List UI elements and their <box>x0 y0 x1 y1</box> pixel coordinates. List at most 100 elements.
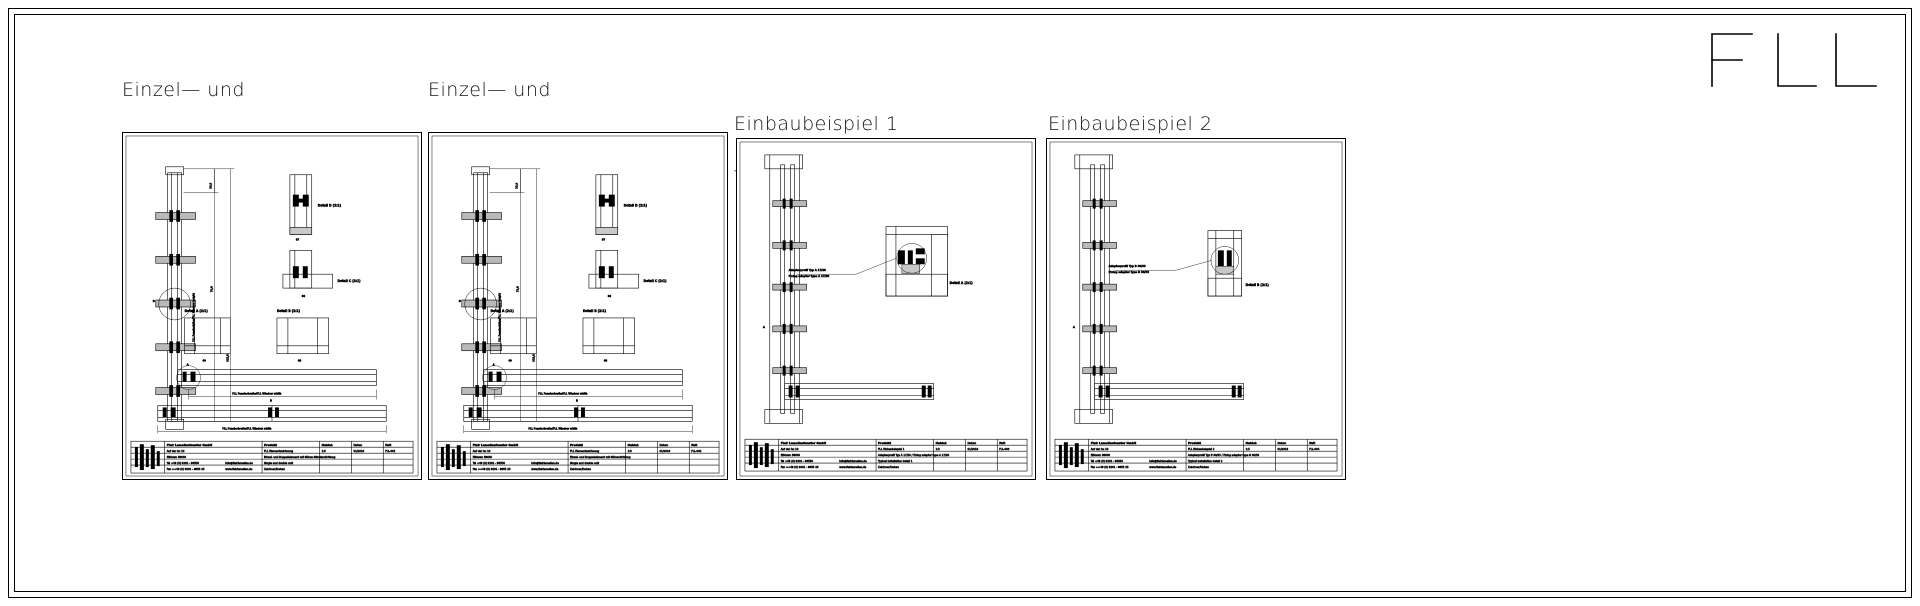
panel-4-tb-datum-val: 01/2016 <box>1277 447 1288 451</box>
panel-1-heading-line1: Einzel— und <box>122 78 245 101</box>
panel-2-detail-b-label: Detail B (2:1) <box>583 309 607 313</box>
panel-2-dim-mid: 73,8 <box>516 286 519 292</box>
panel-4-tb-city: Elbtown 58640 <box>1091 453 1111 457</box>
panel-2-width-label-2: FLL Fensterbreite/FLL Window width <box>528 427 577 430</box>
panel-2-width-label-1: FLL Fensterbreite/FLL Window width <box>538 392 587 395</box>
panel-1-detail-a-dim: 40 <box>202 360 206 363</box>
panel-3-tb-product2: Adapterprofil Typ A 17/20 / Fixing adapt… <box>878 453 949 457</box>
panel-1-width-label-2: FLL Fensterbreite/FLL Window width <box>222 427 271 430</box>
panel-1-tb-datum-val: 01/2016 <box>353 449 364 453</box>
panel-4-tb-mail: info@flairlamellen.de <box>1149 459 1177 463</box>
panel-3-tb-company: Flair Lamellenfenster GmbH <box>781 441 827 445</box>
panel-1-width-label-1: FLL Fensterbreite/FLL Window width <box>232 392 281 395</box>
panel-1-mark-b1: B <box>270 398 272 402</box>
panel-3-tb-web: www.flairlamellen.de <box>839 465 866 469</box>
panel-3-drawing[interactable]: Detail A (2:1) Adapterprofil Typ A 17/20… <box>736 138 1036 480</box>
panel-2-tb-blatt: Blatt <box>691 443 697 447</box>
panel-3-tb-mail: info@flairlamellen.de <box>839 459 867 463</box>
panel-2-tb-datum-val: 01/2016 <box>659 449 670 453</box>
panel-1-drawing[interactable]: D 33,0 73,8 322,8 FLL Fensterhöhe/FLL Wi… <box>122 132 422 480</box>
panel-4-tb-addr: Auf der Au 10 <box>1091 447 1109 451</box>
panel-1-tb-fax: Fax ++49 (0) 9201 - 9855 25 <box>167 467 205 471</box>
panel-3-tb-addr: Auf der Au 10 <box>781 447 799 451</box>
panel-1-detail-a-label: Detail A (2:1) <box>185 309 209 313</box>
panel-2-tb-product2: Einzel- und Doppelelement mit Silicondic… <box>570 455 631 459</box>
panel-2-tb-city: Elbtown 58640 <box>473 455 493 459</box>
panel-4-tb-tel: Tel +49 (0) 9201 - 98550 <box>1091 459 1124 463</box>
panel-2-mark-d: D <box>459 299 461 303</box>
panel-4-tb-blatt-val: FLL-004 <box>1309 447 1320 451</box>
panel-3-tb-mst: Maßstab <box>936 441 947 445</box>
panel-2-tb-drawnby: Zeichner/Datum <box>570 467 591 471</box>
panel-1-detail-c-label: Detail C (2:1) <box>338 279 362 283</box>
panel-1-tb-blatt-val: FLL-001 <box>385 449 396 453</box>
panel-4-mark-a: A <box>1073 325 1075 329</box>
panel-1-detail-b-label: Detail B (2:1) <box>277 309 301 313</box>
panel-1-detail-c-dim: 82 <box>302 295 306 298</box>
panel-4-annotation-de: Adapterprofil Typ B 30/33 <box>1109 264 1146 268</box>
panel-2-tb-mst-val: 1:5 <box>628 449 633 453</box>
panel-2-tb-addr: Auf der Au 10 <box>473 449 491 453</box>
panel-1-tb-web: www.flairlamellen.de <box>225 467 252 471</box>
panel-1-detail-d-dim: 97 <box>296 238 300 241</box>
panel-1-tb-mail: info@flairlamellen.de <box>225 461 253 465</box>
panel-2-tb-datum: Datum <box>659 443 668 447</box>
panel-3-mark-a: A <box>763 325 765 329</box>
panel-2-tb-fax: Fax ++49 (0) 9201 - 9855 25 <box>473 467 511 471</box>
panel-1-tb-blatt: Blatt <box>385 443 391 447</box>
panel-4-cad-content: Detail B (2:1) Adapterprofil Typ B 30/33… <box>1049 141 1343 477</box>
panel-2-tb-blatt-val: FLL-002 <box>691 449 702 453</box>
panel-3-tb-product-label: Produkt <box>878 441 892 445</box>
panel-1-tb-company: Flair Lamellenfenster GmbH <box>167 443 213 447</box>
panel-3-tb-fax: Fax ++49 (0) 9201 - 9855 25 <box>781 465 819 469</box>
panel-1-tb-mst: Maßstab <box>322 443 333 447</box>
panel-4-tb-product2: Adapterprofil Typ B 30/33 / Fixing adapt… <box>1188 453 1259 457</box>
panel-3-tb-datum-val: 01/2016 <box>967 447 978 451</box>
fll-logo-icon <box>1711 33 1877 87</box>
panel-3-annotation-en: Fixing adaptor type A 17/20 <box>789 274 830 278</box>
panel-2-tb-product-label: Produkt <box>570 443 584 447</box>
panel-1-tb-drawnby: Zeichner/Datum <box>264 467 285 471</box>
panel-2-dim-total: 322,8 <box>532 354 535 362</box>
panel-2-tb-product3: Single and double unit <box>570 461 599 465</box>
panel-4-heading-line1: Einbaubeispiel 2 <box>1048 112 1213 135</box>
panel-3-detail-a-label: Detail A (2:1) <box>950 281 974 285</box>
panel-4-tb-mst: Maßstab <box>1246 441 1257 445</box>
panel-1-tb-tel: Tel +49 (0) 9201 - 98550 <box>167 461 200 465</box>
panel-2-cad-content: D 33,0 73,8 322,8 FLL Fensterhöhe/FLL Wi… <box>431 135 725 477</box>
panel-2-tb-tel: Tel +49 (0) 9201 - 98550 <box>473 461 506 465</box>
panel-4-tb-mst-val: 1:5 <box>1246 447 1251 451</box>
panel-2-dim-top: 33,0 <box>515 182 518 188</box>
panel-2-tb-web: www.flairlamellen.de <box>531 467 558 471</box>
panel-1-tb-datum: Datum <box>353 443 362 447</box>
panel-1-tb-city: Elbtown 58640 <box>167 455 187 459</box>
panel-2-section-label: FLL Fensterhöhe/FLL Window height <box>499 292 502 342</box>
panel-4-tb-web: www.flairlamellen.de <box>1149 465 1176 469</box>
panel-2-tb-mst: Maßstab <box>628 443 639 447</box>
panel-1-dim-total: 322,8 <box>226 354 229 362</box>
panel-2-mark-a1: A <box>493 363 495 367</box>
panel-2-detail-a-label: Detail A (2:1) <box>491 309 515 313</box>
panel-1-tb-mst-val: 1:5 <box>322 449 327 453</box>
panel-1-detail-d-label: Detail D (2:1) <box>318 204 342 208</box>
panel-3-tb-datum: Datum <box>967 441 976 445</box>
panel-2-detail-d-dim: 97 <box>602 238 606 241</box>
panel-4-drawing[interactable]: Detail B (2:1) Adapterprofil Typ B 30/33… <box>1046 138 1346 480</box>
panel-1-tb-product2: Einzel- und Doppelelement mit Silicon-Bü… <box>264 455 336 459</box>
panel-1-tb-addr: Auf der Au 10 <box>167 449 185 453</box>
panel-3-tb-drawnby: Zeichner/Datum <box>878 465 899 469</box>
panel-2-detail-a-dim: 40 <box>508 360 512 363</box>
sheet-inner-border <box>14 14 1906 592</box>
panel-2-mark-b1: B <box>576 398 578 402</box>
panel-2-heading-line1: Einzel— und <box>428 78 551 101</box>
panel-3-cad-content: Detail A (2:1) Adapterprofil Typ A 17/20… <box>739 141 1033 477</box>
panel-4-annotation-en: Fixing adaptor type B 30/33 <box>1109 270 1150 274</box>
panel-4-tb-drawnby: Zeichner/Datum <box>1188 465 1209 469</box>
panel-4-tb-fax: Fax ++49 (0) 9201 - 9855 25 <box>1091 465 1129 469</box>
panel-3-tb-tel: Tel +49 (0) 9201 - 98550 <box>781 459 814 463</box>
panel-1-tb-product-label: Produkt <box>264 443 278 447</box>
panel-4-tb-product-label: Produkt <box>1188 441 1202 445</box>
panel-1-cad-content: D 33,0 73,8 322,8 FLL Fensterhöhe/FLL Wi… <box>125 135 419 477</box>
panel-2-drawing[interactable]: D 33,0 73,8 322,8 FLL Fensterhöhe/FLL Wi… <box>428 132 728 480</box>
